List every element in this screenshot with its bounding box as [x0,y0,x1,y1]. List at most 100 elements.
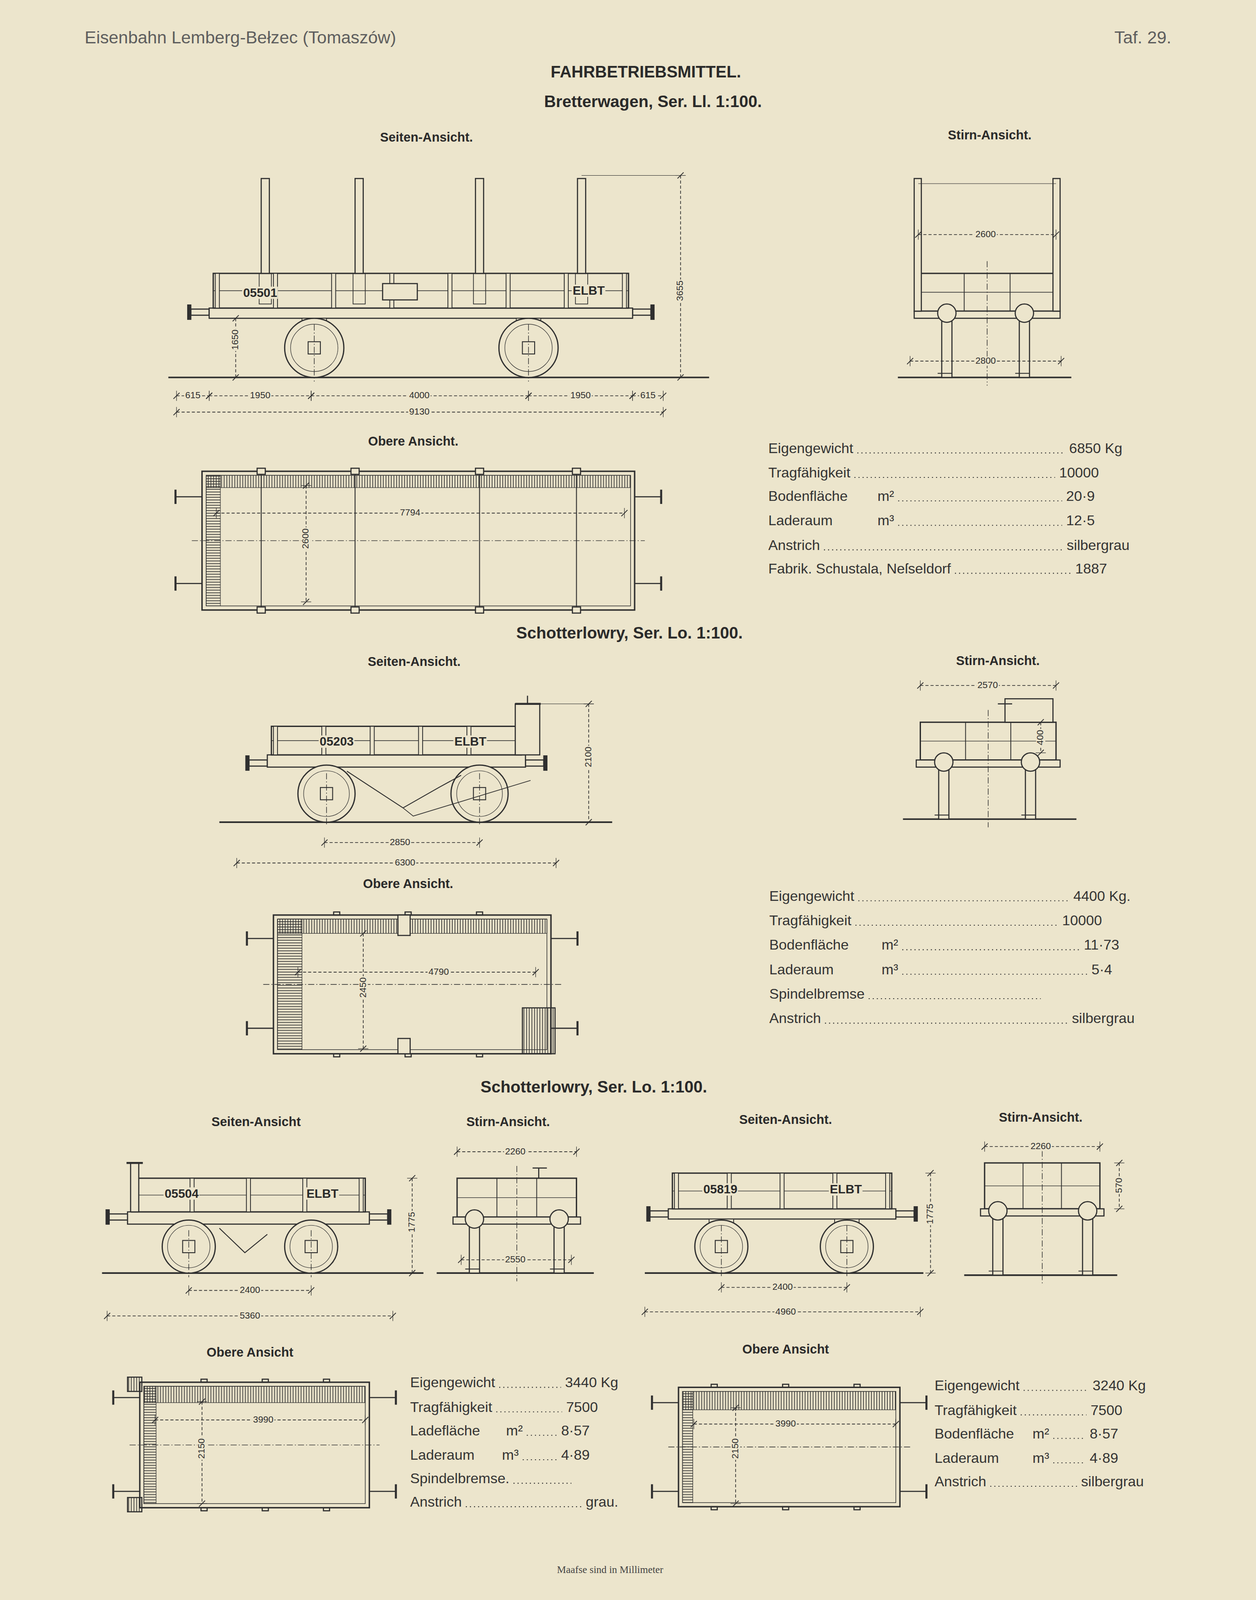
spec-text: Bodenfläche [934,1426,1014,1441]
underframe [127,1212,370,1225]
extension-line [188,1285,189,1296]
dot-leader [499,1386,562,1388]
spec-text: m³ [881,962,899,977]
extension-line [1114,1208,1125,1210]
spec-text: m² [505,1423,523,1438]
rail [168,376,709,379]
dot-leader [824,549,1063,551]
buffer-plan [369,1491,397,1493]
centre-line [986,261,988,386]
wall-post [780,1173,785,1210]
wheel-centre-line [846,1225,848,1278]
view-heading: Seiten-Ansicht. [380,131,474,145]
stake-pocket [350,607,359,614]
cross-member [479,471,481,611]
stake [354,178,363,274]
dimension-value: 2550 [504,1255,527,1265]
spec-text: Bodenfläche [768,488,848,503]
wheel-edge [1025,767,1036,820]
wheel-flange [1078,1271,1093,1272]
stake [475,178,484,274]
dot-leader [513,1483,572,1484]
stake-pocket [475,468,484,475]
buffer-plan-disc [576,1021,579,1036]
extension-line [920,680,921,691]
extension-line [300,485,312,486]
dimension-value: 5360 [238,1311,262,1322]
buffer-plan-disc [394,1390,397,1405]
side-wall-hatch [143,1386,366,1403]
extension-line [154,1415,156,1426]
buffer-plan [113,1491,140,1493]
dot-leader [824,1022,1068,1024]
buffer-plan [651,1402,679,1404]
dot-leader [902,974,1088,975]
spec-text: silbergrau [1071,1011,1135,1026]
wagon-number: 05203 [318,735,355,748]
extension-line [581,175,686,176]
lug [323,1379,330,1383]
centre-line [1041,1151,1043,1284]
rail [436,1272,594,1275]
wagon-number: 05504 [163,1187,201,1201]
buffer-disc [988,1202,1007,1221]
lug [854,1384,861,1388]
extension-line [311,390,312,401]
underframe [668,1209,896,1220]
buffer-disc [651,304,655,320]
brake-handle [532,1167,547,1169]
rail [902,818,1077,821]
spec-text: Tragfähigkeit [934,1402,1017,1418]
stake-chain [918,183,1056,184]
dot-leader [1053,1438,1086,1440]
extension-line [909,356,911,367]
lug [476,912,483,916]
buffer-disc [1015,304,1034,323]
buffer-plan-disc [925,1395,928,1411]
view-heading: Stirn-Ansicht. [947,129,1032,143]
stake-pocket [475,607,484,614]
wheel-edge [1082,1216,1093,1276]
wheel-flange [1021,814,1036,816]
buffer-plan-disc [660,489,663,505]
lug [782,1384,789,1388]
view-heading: Seiten-Ansicht. [367,655,461,669]
wall-post [215,273,220,309]
dot-leader [898,500,1063,502]
extension-line [311,1285,312,1296]
wagon-number: ELBT [453,735,488,748]
lug [782,1506,789,1511]
underframe [267,755,526,768]
buffer-plan [175,496,203,498]
extension-line [297,967,299,978]
brake-stand [515,704,540,756]
extension-line [311,390,312,401]
wall-post [246,1178,251,1213]
spec-text: 20·9 [1066,488,1095,503]
extension-line [925,1173,936,1174]
buffer-plan [899,1491,927,1493]
view-heading: Obere Ansicht [206,1346,294,1360]
extension-line [576,1146,577,1157]
buffer-shaft [525,760,544,767]
extension-line [662,407,664,418]
wheel-centre-line [326,773,327,827]
buffer-shaft [650,1211,669,1218]
dimension-value: 1775 [407,1211,417,1234]
wheel-flange [550,1268,565,1270]
spec-text: Laderaum [934,1450,999,1465]
spec-text: 3440 Kg [565,1375,619,1390]
dot-leader [902,949,1080,951]
buffer-plan-disc [660,576,663,591]
wagon-number: 05819 [702,1183,739,1196]
spec-text: m² [881,937,899,952]
dot-leader [955,573,1072,575]
extension-line [846,1282,848,1293]
spec-text: Eigengewicht [934,1378,1020,1393]
side-wall [213,273,629,309]
footnote: Maafse sind in Millimeter [557,1565,664,1576]
dimension-line [297,971,536,973]
extension-line [300,601,312,603]
spec-text: m³ [877,513,895,528]
